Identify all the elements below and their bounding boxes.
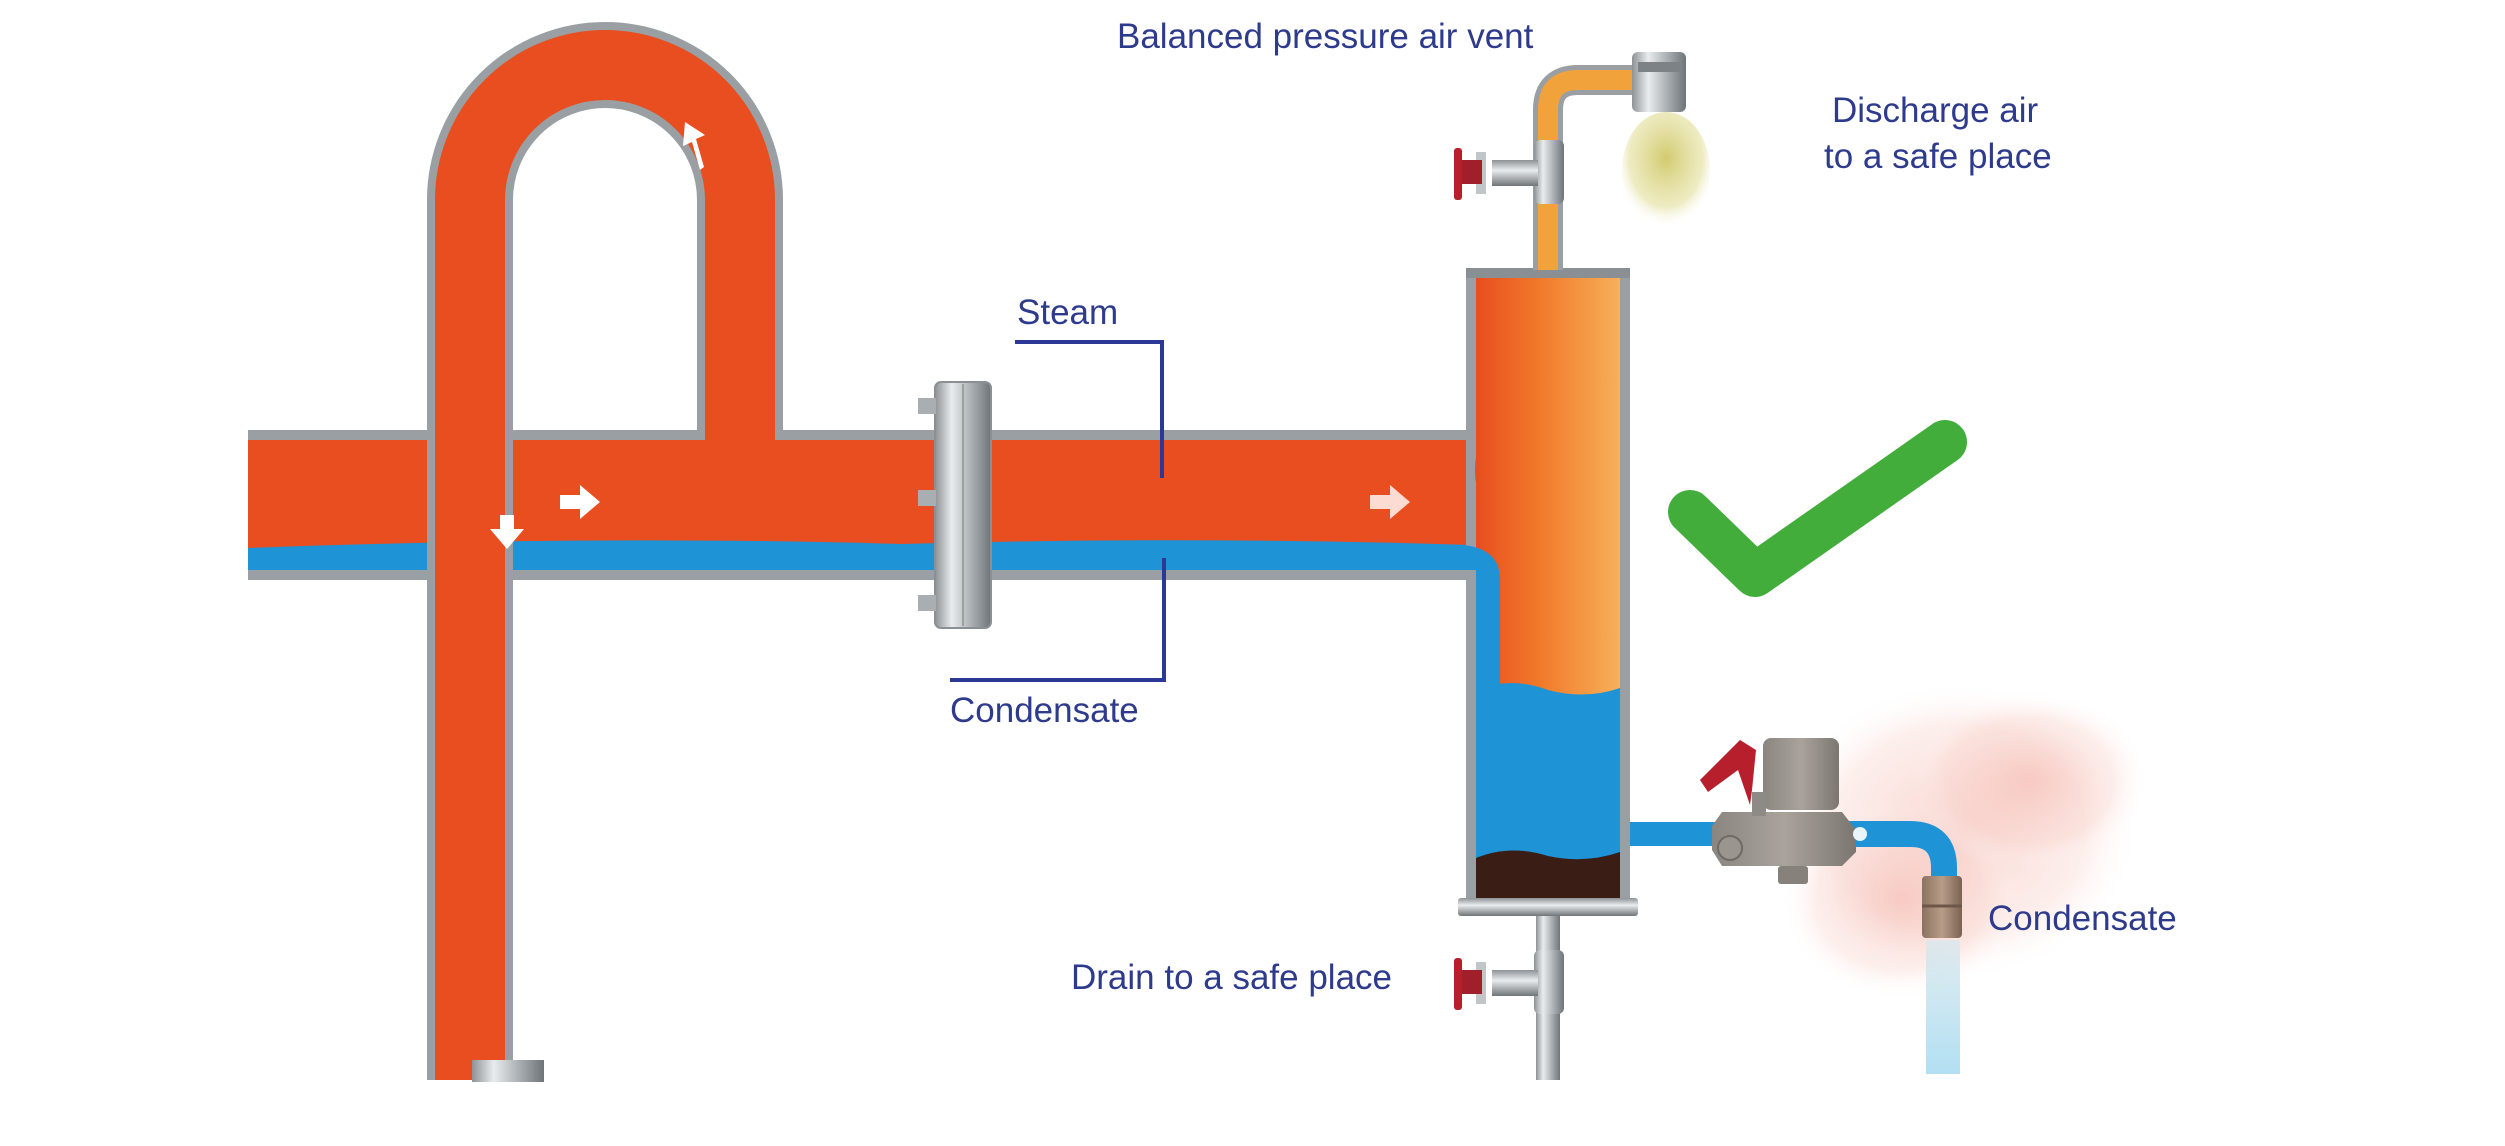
dirt-sediment bbox=[1476, 850, 1620, 898]
drain-valve-assembly bbox=[1454, 916, 1564, 1080]
discharge-air-label: Discharge air to a safe place bbox=[1824, 88, 2052, 179]
arrow-right-icon bbox=[1370, 485, 1410, 519]
condensate-leader-line bbox=[950, 558, 1166, 682]
balanced-pressure-air-vent bbox=[1632, 52, 1686, 112]
checkmark-icon bbox=[1668, 420, 1967, 597]
arrow-right-icon bbox=[560, 485, 600, 519]
air-vent-label: Balanced pressure air vent bbox=[1117, 17, 1534, 56]
separator-vessel bbox=[1440, 268, 1638, 916]
trap-test-valve-handle bbox=[1700, 740, 1756, 805]
separator-base-flange bbox=[1458, 898, 1638, 916]
expansion-loop bbox=[427, 22, 783, 1082]
condensate-pipe-label: Condensate bbox=[950, 691, 1139, 730]
pipe-end-cap bbox=[472, 1060, 544, 1082]
leader-lines bbox=[950, 340, 1166, 682]
separator-condensate bbox=[1476, 683, 1620, 898]
air-vent-assembly bbox=[1454, 52, 1710, 270]
condensate-discharge-jet bbox=[1926, 940, 1960, 1074]
flow-arrows bbox=[490, 122, 1564, 640]
steam-trap bbox=[1700, 738, 1867, 884]
flash-steam-cloud bbox=[1780, 680, 2150, 1000]
steam-leader-line bbox=[1015, 340, 1164, 478]
steam-label: Steam bbox=[1017, 293, 1119, 332]
condensate-outlet-label: Condensate bbox=[1988, 899, 2177, 938]
discharge-air-label-line2: to a safe place bbox=[1824, 136, 2052, 176]
discharge-air-label-line1: Discharge air bbox=[1832, 91, 2039, 130]
vent-air-plume bbox=[1622, 112, 1710, 228]
pipe-flange bbox=[918, 381, 992, 629]
drain-label: Drain to a safe place bbox=[1071, 958, 1393, 997]
arrow-down-icon bbox=[490, 515, 524, 549]
arrow-up-left-icon bbox=[683, 122, 705, 170]
